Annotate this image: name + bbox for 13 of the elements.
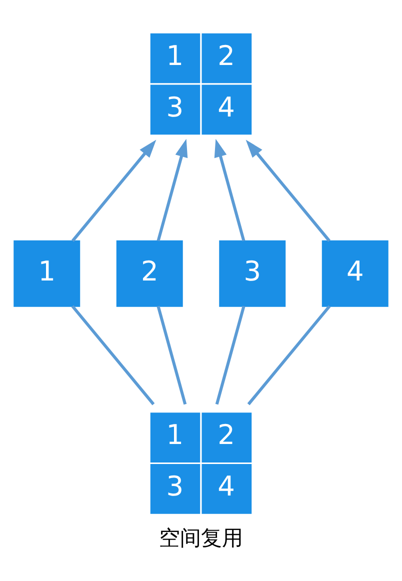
node-box: 2 — [116, 240, 183, 306]
arrow — [214, 138, 246, 241]
connector — [215, 305, 246, 404]
node-box: 3 — [219, 240, 286, 306]
arrow — [72, 139, 156, 242]
node-box: 4 — [322, 240, 388, 306]
connector — [247, 304, 331, 405]
connector — [156, 305, 187, 404]
node-box: 1 — [14, 240, 80, 306]
connector — [71, 304, 155, 405]
arrow — [156, 138, 188, 241]
arrow — [246, 139, 330, 242]
caption: 空间复用 — [159, 524, 243, 550]
